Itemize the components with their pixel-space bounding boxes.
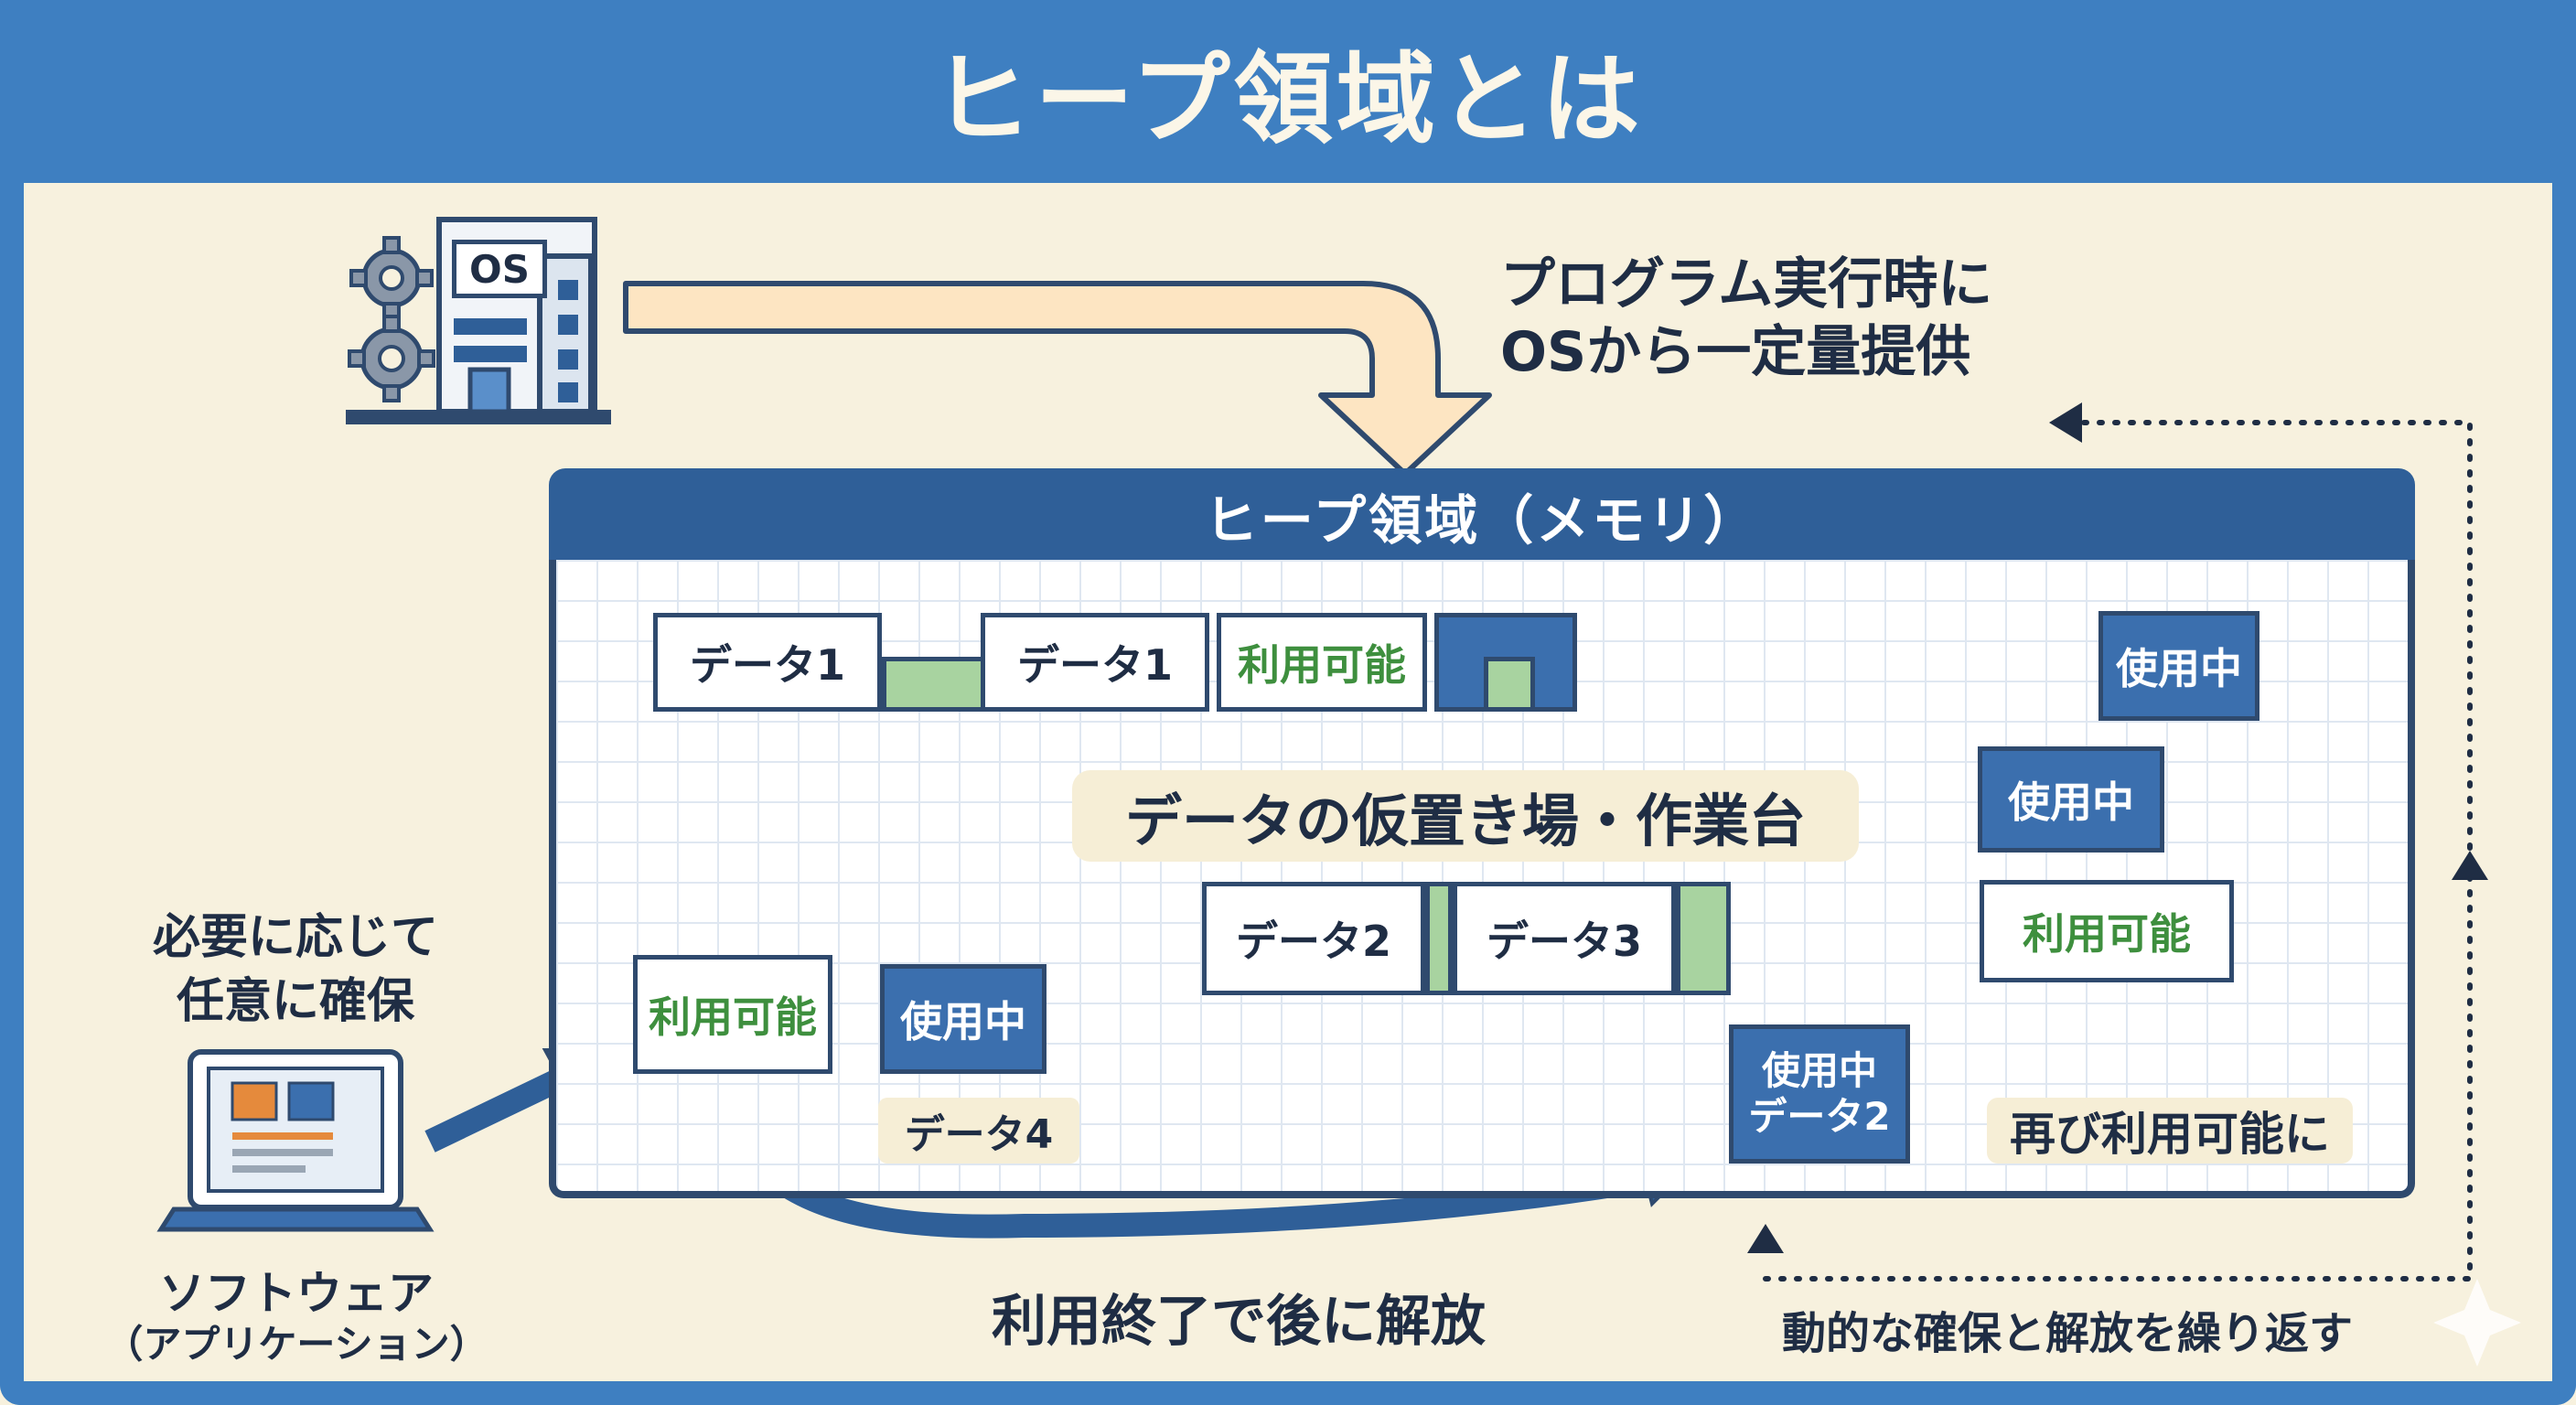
- reuse-label: 再び利用可能に: [1987, 1098, 2353, 1164]
- software-caption-line2: 任意に確保: [176, 974, 414, 1029]
- title-band: [0, 0, 2576, 183]
- os-caption-line2: OSから一定量提供: [1500, 320, 1971, 384]
- software-name-line2: （アプリケーション）: [104, 1322, 488, 1367]
- laptop-icon: [156, 1049, 435, 1232]
- shelf-data1-a: データ1: [653, 613, 882, 712]
- bookcase-available: 利用可能: [1980, 880, 2234, 982]
- gear-icon: [348, 315, 435, 402]
- table-green-block: [1425, 882, 1453, 995]
- shelf-green-block: [882, 657, 988, 712]
- os-label: OS: [452, 240, 547, 298]
- release-caption: 利用終了で後に解放: [992, 1290, 1486, 1354]
- table-data2: データ2: [1202, 882, 1425, 995]
- heap-header: ヒープ領域（メモリ）: [549, 468, 2415, 563]
- data4-label: データ4: [878, 1098, 1079, 1164]
- provide-arrow: [623, 281, 1492, 477]
- bookcase-in-use-2: 使用中: [1978, 746, 2164, 853]
- in-use-cube: 使用中: [880, 964, 1046, 1074]
- allocate-arrow: [424, 1065, 573, 1153]
- center-note: データの仮置き場・作業台: [1072, 770, 1859, 862]
- table-data3: データ3: [1453, 882, 1676, 995]
- cycle-caption: 動的な確保と解放を繰り返す: [1782, 1308, 2354, 1359]
- page-title: ヒープ領域とは: [932, 43, 1644, 157]
- software-caption-line1: 必要に応じて: [152, 910, 438, 965]
- shelf-small-green: [1484, 657, 1535, 712]
- crane-available-box: 利用可能: [633, 955, 832, 1074]
- shelf-available: 利用可能: [1217, 613, 1427, 712]
- shelf-data1-b: データ1: [981, 613, 1209, 712]
- gear-icon: [349, 236, 434, 320]
- released-line1: 使用中: [1761, 1047, 1877, 1093]
- software-name-line1: ソフトウェア: [159, 1267, 434, 1320]
- released-box: 使用中 データ2: [1729, 1024, 1910, 1164]
- os-caption-line1: プログラム実行時に: [1500, 252, 1993, 316]
- released-line2: データ2: [1748, 1094, 1891, 1139]
- bookcase-in-use-1: 使用中: [2098, 611, 2259, 721]
- table-green-side: [1676, 882, 1731, 995]
